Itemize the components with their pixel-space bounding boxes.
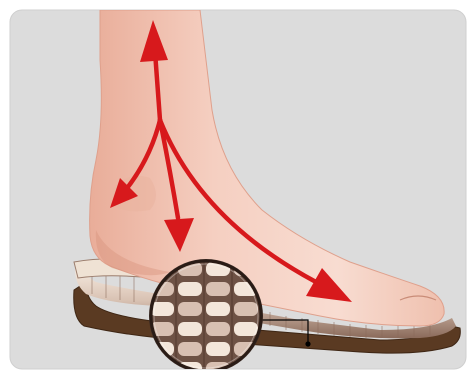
callout-dot [305, 341, 310, 346]
